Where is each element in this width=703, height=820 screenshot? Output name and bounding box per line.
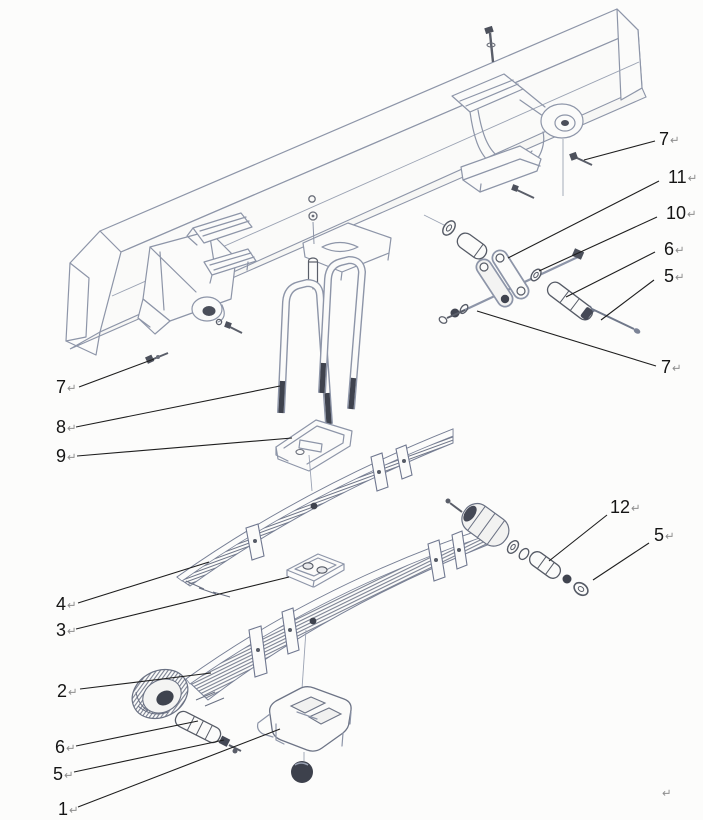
- rear-bushing-group: [506, 540, 589, 597]
- washer: [442, 220, 456, 236]
- leader-line-5b: [592, 542, 650, 581]
- leader-line-11: [507, 180, 660, 259]
- leader-line-8: [75, 385, 281, 428]
- callout-5b: 5↵: [654, 525, 675, 545]
- nut: [562, 574, 572, 584]
- rear-bushing: [528, 551, 562, 579]
- callout-5c: 5↵: [53, 764, 74, 784]
- shackle-washer: [530, 268, 542, 282]
- leader-line-3: [75, 576, 290, 630]
- callout-11: 11↵: [668, 167, 697, 187]
- hanger-bolt: [569, 151, 593, 166]
- main-leaf-spring: [131, 526, 498, 720]
- leader-line-5c: [73, 739, 225, 773]
- rear-pin-eye: [573, 581, 589, 597]
- rear-eye-roll: [445, 498, 510, 547]
- front-eye-bushing: [174, 710, 222, 744]
- u-bolt-right: [318, 255, 367, 410]
- callout-8: 8↵: [56, 417, 77, 437]
- spring-clip: [370, 452, 389, 492]
- shackle-assembly: [423, 214, 641, 334]
- washer: [506, 540, 520, 554]
- bump-stop-upper: [186, 212, 253, 246]
- bushing: [546, 281, 594, 321]
- spring-clip: [281, 607, 300, 655]
- shackle-bushing: [456, 232, 488, 260]
- leader-line-4: [77, 561, 210, 604]
- callout-12: 12↵: [610, 497, 641, 517]
- callout-5a: 5↵: [664, 266, 685, 286]
- seat-ball-nut: [291, 761, 313, 783]
- center-bracket: [302, 222, 392, 281]
- callout-6b: 6↵: [55, 737, 76, 757]
- leader-line-5a: [600, 279, 655, 321]
- stray-return-mark: ↵: [662, 788, 672, 800]
- rear-hanger-bolt: [484, 25, 496, 63]
- pin: [589, 305, 641, 334]
- front-eye-pin: [218, 735, 242, 754]
- leader-line-12: [548, 514, 608, 562]
- shackle-plate-front: [491, 249, 530, 300]
- helper-leaf-spring: [176, 428, 454, 598]
- leader-line-9: [76, 437, 293, 457]
- u-bolt-seat-plate: [275, 419, 353, 492]
- callout-7a: 7↵: [659, 129, 680, 149]
- spring-seat: [256, 686, 352, 783]
- small-fasteners: [215, 318, 243, 334]
- center-bolt-head: [310, 502, 318, 510]
- leader-line-10: [538, 216, 658, 272]
- callout-3: 3↵: [56, 620, 77, 640]
- callout-10: 10↵: [666, 203, 697, 223]
- callout-9: 9↵: [56, 446, 77, 466]
- callout-layer: 7↵ 11↵ 10↵ 6↵ 5↵ 7↵ 12↵ 5↵ 7↵ 8↵ 9↵ 4↵ 3↵ 2↵ 6↵ 5↵ 1↵ ↵: [53, 129, 697, 819]
- callout-6a: 6↵: [664, 239, 685, 259]
- spring-clip: [395, 444, 413, 480]
- spring-clip: [451, 530, 468, 570]
- u-bolt-left: [277, 278, 333, 425]
- spring-clip: [248, 625, 268, 678]
- spring-clip: [427, 539, 446, 582]
- nut-and-washer: [438, 303, 469, 324]
- leader-line-6b: [75, 720, 199, 747]
- foot-bolt: [511, 184, 535, 199]
- spring-clip: [245, 523, 265, 561]
- leader-line-1: [77, 728, 281, 808]
- leader-line-6a: [565, 251, 656, 298]
- rear-hanger-bracket: [451, 25, 593, 199]
- spacer-plate: [286, 553, 345, 588]
- callout-7b: 7↵: [661, 357, 682, 377]
- shackle-plate-rear: [475, 258, 514, 308]
- callout-2: 2↵: [57, 681, 78, 701]
- front-hanger-bolt: [145, 352, 169, 364]
- callout-7c: 7↵: [56, 377, 77, 397]
- leader-line-7b: [476, 310, 657, 367]
- front-hanger-bracket: [137, 230, 243, 364]
- bump-stop-lower: [203, 248, 257, 284]
- leader-line-2: [79, 672, 212, 690]
- leader-line-7c: [78, 358, 155, 388]
- leader-line-7a: [583, 140, 656, 161]
- callout-1: 1↵: [58, 799, 79, 819]
- callout-4: 4↵: [56, 594, 77, 614]
- center-bolt-head: [309, 617, 317, 625]
- washer: [518, 547, 530, 561]
- front-eye-roll: [131, 668, 189, 720]
